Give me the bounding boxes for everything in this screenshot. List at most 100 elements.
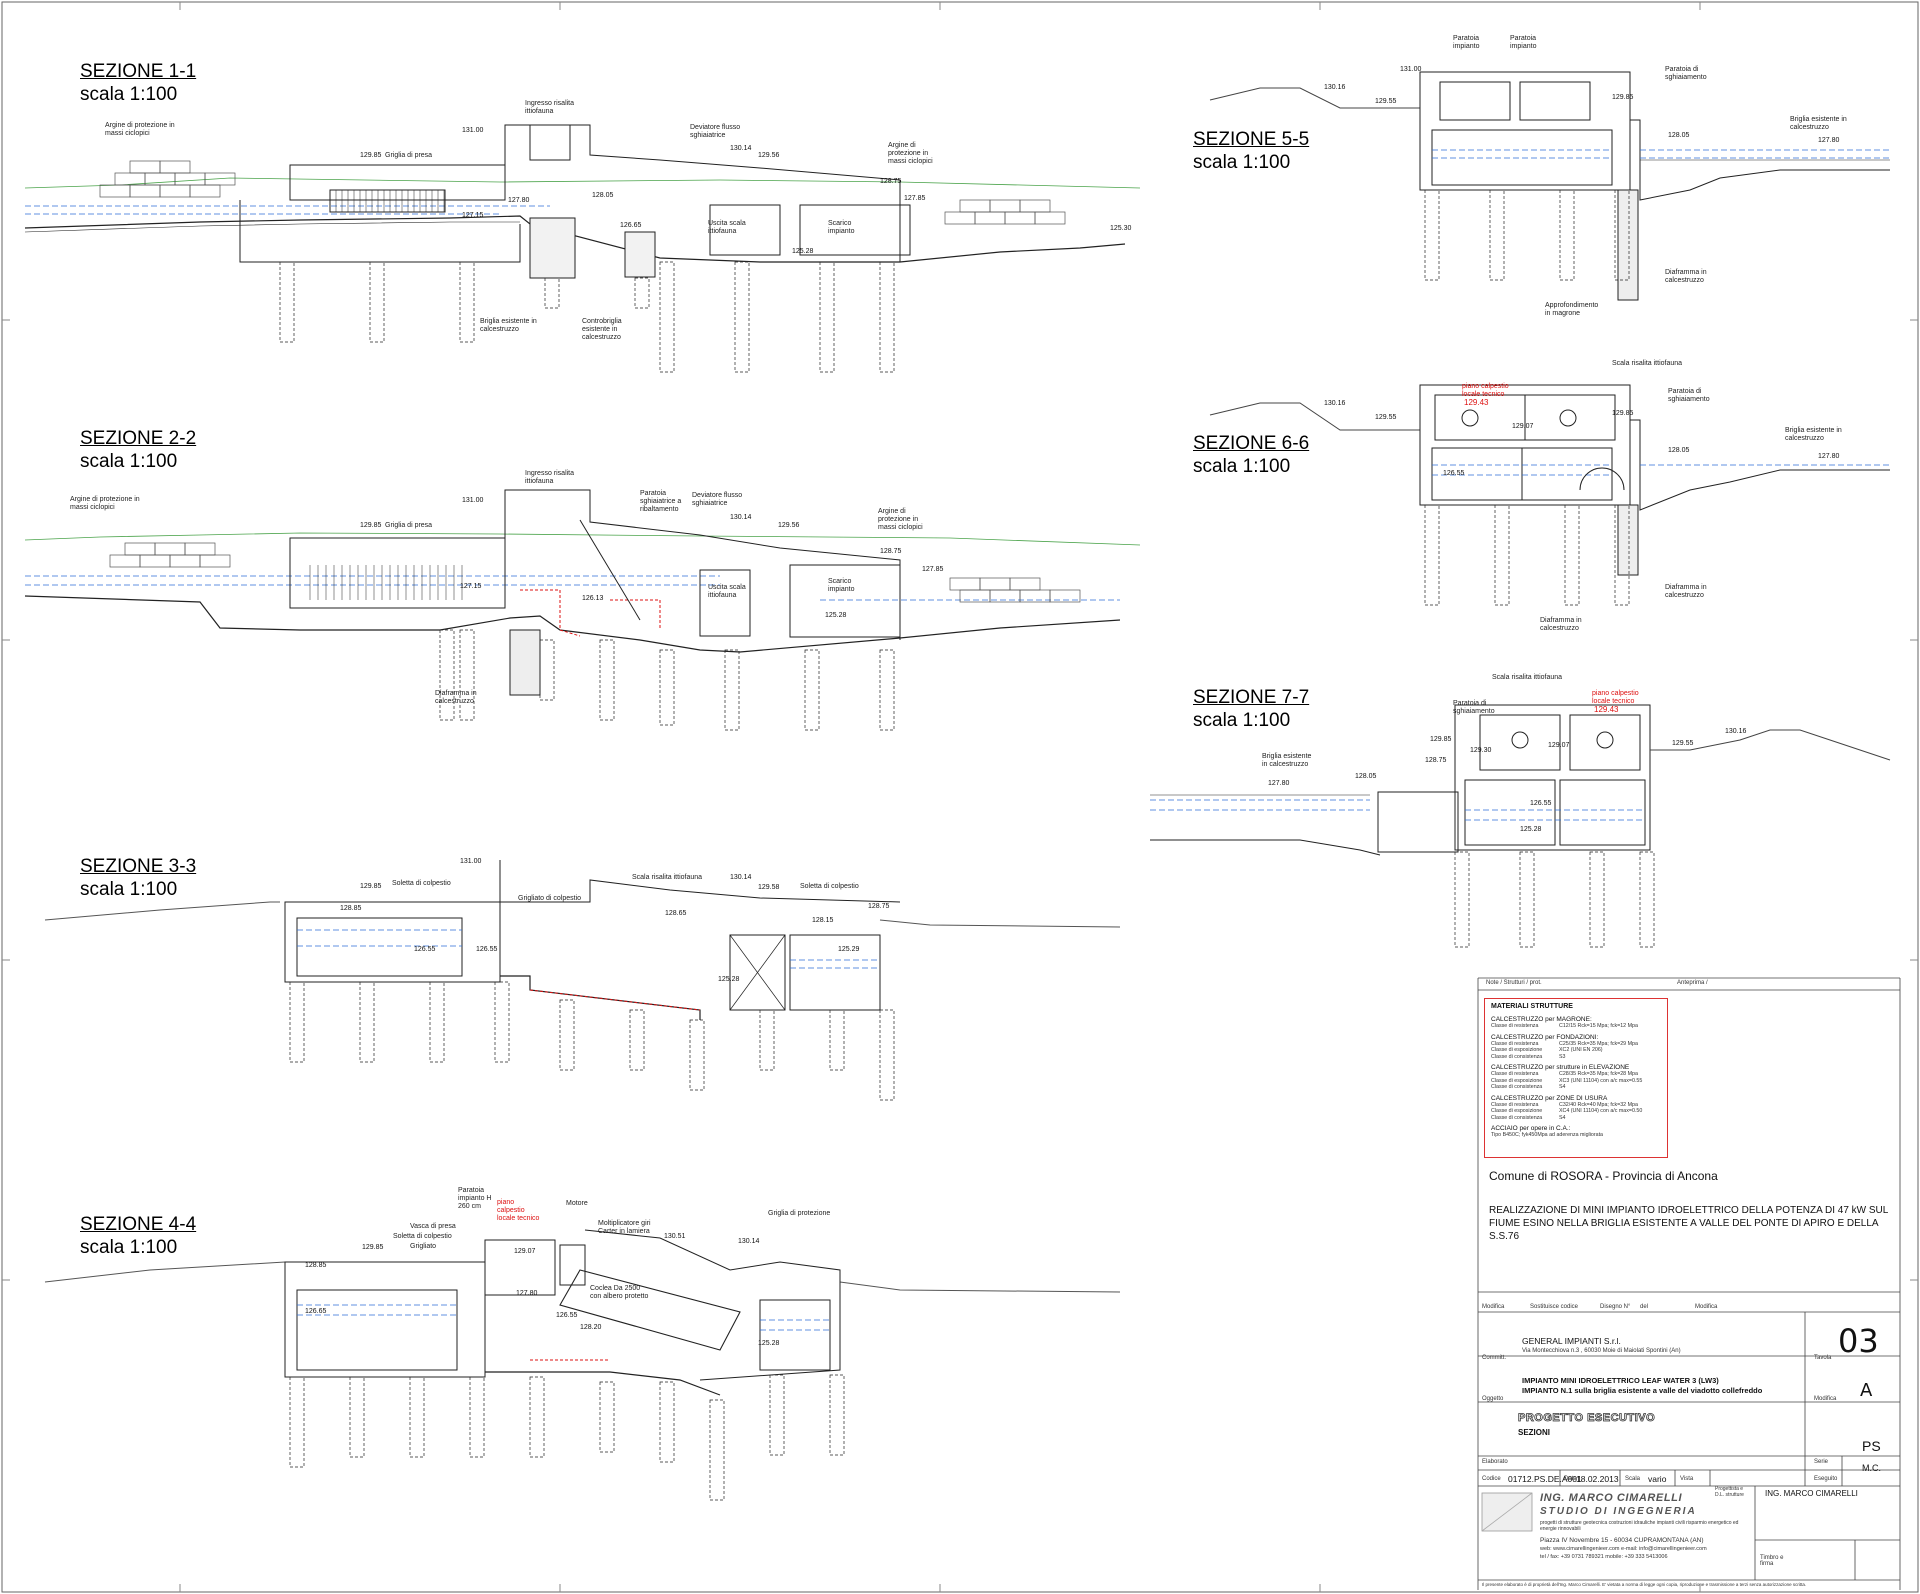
section-1-1-drawing	[24, 124, 1141, 373]
elevation-label: 128.05	[592, 192, 614, 199]
materials-key: Classe di consistenza	[1491, 1084, 1543, 1090]
elevation-label: 127.80	[516, 1290, 538, 1297]
materials-key: Classe di resistenza	[1491, 1023, 1539, 1029]
elevation-label: 131.00	[1400, 66, 1422, 73]
elevation-label: 127.15	[460, 583, 482, 590]
elevation-label: 129.85	[362, 1244, 384, 1251]
section-scale: scala 1:100	[80, 451, 178, 472]
materials-group: CALCESTRUZZO per MAGRONE: Classe di resi…	[1491, 1016, 1661, 1030]
designer-label: Progettista e D.L. strutture	[1715, 1486, 1744, 1498]
elevation-label: 130.14	[730, 145, 752, 152]
date-value: 18.02.2013	[1576, 1474, 1619, 1484]
elevation-label: 129.85	[1612, 410, 1634, 417]
technical-room-label: piano calpestio	[1462, 383, 1509, 390]
studio-description: progetti di strutture geotecnica costruz…	[1540, 1520, 1739, 1532]
annotation: Briglia esistente in calcestruzzo	[480, 318, 537, 333]
elevation-label: 130.14	[738, 1238, 760, 1245]
materials-value: S4	[1559, 1114, 1566, 1121]
elevation-label: 128.05	[1668, 132, 1690, 139]
notes-label: Note / Strutturi / prot.	[1486, 980, 1542, 986]
elevation-label: 127.15	[462, 212, 484, 219]
elevation-label: 129.85	[1430, 736, 1452, 743]
client-address: Via Montecchiova n.3 , 60030 Moie di Mai…	[1522, 1348, 1681, 1354]
elevation-label: 125.28	[1520, 826, 1542, 833]
section-scale: scala 1:100	[80, 1237, 178, 1258]
annotation: Ingresso risalita ittiofauna	[525, 470, 575, 485]
elevation-label: 130.16	[1324, 84, 1346, 91]
elevation-label: 128.05	[1668, 447, 1690, 454]
scale-label: Scala	[1625, 1476, 1641, 1482]
elevation-label: 125.28	[758, 1340, 780, 1347]
elevation-label: 130.16	[1725, 728, 1747, 735]
materials-group: CALCESTRUZZO per ZONE DI USURA Classe di…	[1491, 1095, 1661, 1122]
annotation: Scala risalita ittiofauna	[1612, 360, 1683, 367]
annotation: Argine di protezione in massi ciclopici	[878, 508, 923, 531]
section-title-1-1: SEZIONE 1-1 scala 1:100	[80, 60, 196, 106]
elevation-label: 130.14	[730, 514, 752, 521]
elevation-label: 129.07	[514, 1248, 536, 1255]
elevation-label: 129.58	[758, 884, 780, 891]
materials-value: XC4 (UNI 11104) con a/c max=0.50	[1559, 1108, 1643, 1114]
annotation: Soletta di colpestio	[393, 1233, 452, 1240]
annotation: Deviatore flusso sghiaiatrice	[690, 124, 741, 139]
materials-key: Classe di resistenza	[1491, 1101, 1539, 1108]
annotation: Grigliato	[410, 1243, 437, 1250]
materials-group: CALCESTRUZZO per strutture in ELEVAZIONE…	[1491, 1064, 1661, 1091]
elevation-label: 128.75	[880, 178, 902, 185]
materials-group-name: ACCIAIO per opere in C.A.:	[1491, 1125, 1571, 1132]
annotation: Scarico impianto	[828, 578, 855, 593]
materials-key: Classe di resistenza	[1491, 1040, 1539, 1047]
materials-key: Tipo B450C; fyk450Mpa ad aderenza miglio…	[1491, 1132, 1603, 1138]
section-title-7-7: SEZIONE 7-7 scala 1:100	[1193, 686, 1309, 732]
annotation: Argine di protezione in massi ciclopici	[105, 122, 175, 137]
annotation: Moltiplicatore giri Carter in lamiera	[598, 1220, 651, 1235]
materials-group-name: CALCESTRUZZO per MAGRONE:	[1491, 1016, 1592, 1023]
annotation: Uscita scala ittiofauna	[708, 584, 746, 599]
annotation: Paratoia impianto	[1510, 35, 1537, 50]
elevation-label: 129.85	[1612, 94, 1634, 101]
annotation: Scarico impianto	[828, 220, 855, 235]
technical-room-label: locale tecnico	[1592, 698, 1635, 705]
materials-title: MATERIALI STRUTTURE	[1491, 1003, 1573, 1010]
client-label: Committ.	[1482, 1355, 1506, 1361]
stamp-label: Timbro e firma	[1760, 1555, 1784, 1567]
elevation-label: 125.29	[838, 946, 860, 953]
annotation: Diaframma in calcestruzzo	[435, 690, 477, 705]
elevation-label: 127.85	[904, 195, 926, 202]
elevation-label: 131.00	[462, 127, 484, 134]
elevation-label: 129.07	[1512, 423, 1534, 430]
elevation-label: 129.85	[360, 522, 382, 529]
elevation-label: 127.80	[508, 197, 530, 204]
section-title-6-6: SEZIONE 6-6 scala 1:100	[1193, 432, 1309, 478]
annotation: Diaframma in calcestruzzo	[1540, 617, 1582, 632]
materials-group: CALCESTRUZZO per FONDAZIONI: Classe di r…	[1491, 1034, 1661, 1061]
drawing-label: Elaborato	[1482, 1459, 1508, 1465]
annotation: Paratoia di sghiaiamento	[1453, 700, 1495, 715]
annotation: Scala risalita ittiofauna	[1492, 674, 1563, 681]
elevation-label: 125.28	[825, 612, 847, 619]
elevation-label: 129.30	[1470, 747, 1492, 754]
elevation-label: 127.85	[922, 566, 944, 573]
series-label: Serie	[1814, 1459, 1829, 1465]
elevation-label: 128.15	[812, 917, 834, 924]
materials-value: C12/15 Rck=15 Mpa; fck=12 Mpa	[1559, 1023, 1638, 1029]
annotation: Griglia di presa	[385, 152, 433, 159]
annotation: Scala risalita ittiofauna	[632, 874, 703, 881]
materials-value: C25/35 Rck=35 Mpa; fck=29 Mpa	[1559, 1040, 1638, 1047]
code-value: 01712.PS.DE.A001	[1508, 1474, 1582, 1484]
section-title-3-3: SEZIONE 3-3 scala 1:100	[80, 855, 196, 901]
scale-value: vario	[1648, 1474, 1667, 1484]
annotation: Diaframma in calcestruzzo	[1665, 269, 1707, 284]
annotation: Paratoia sghiaiatrice a ribaltamento	[640, 490, 682, 513]
materials-group: ACCIAIO per opere in C.A.: Tipo B450C; f…	[1491, 1125, 1661, 1139]
section-6-6-drawing	[1209, 384, 1890, 606]
section-scale: scala 1:100	[1193, 710, 1291, 731]
materials-line: Tipo B450C; fyk450Mpa ad aderenza miglio…	[1491, 1132, 1661, 1139]
section-title-2-2: SEZIONE 2-2 scala 1:100	[80, 427, 196, 473]
elevation-label: 125.30	[1110, 225, 1132, 232]
